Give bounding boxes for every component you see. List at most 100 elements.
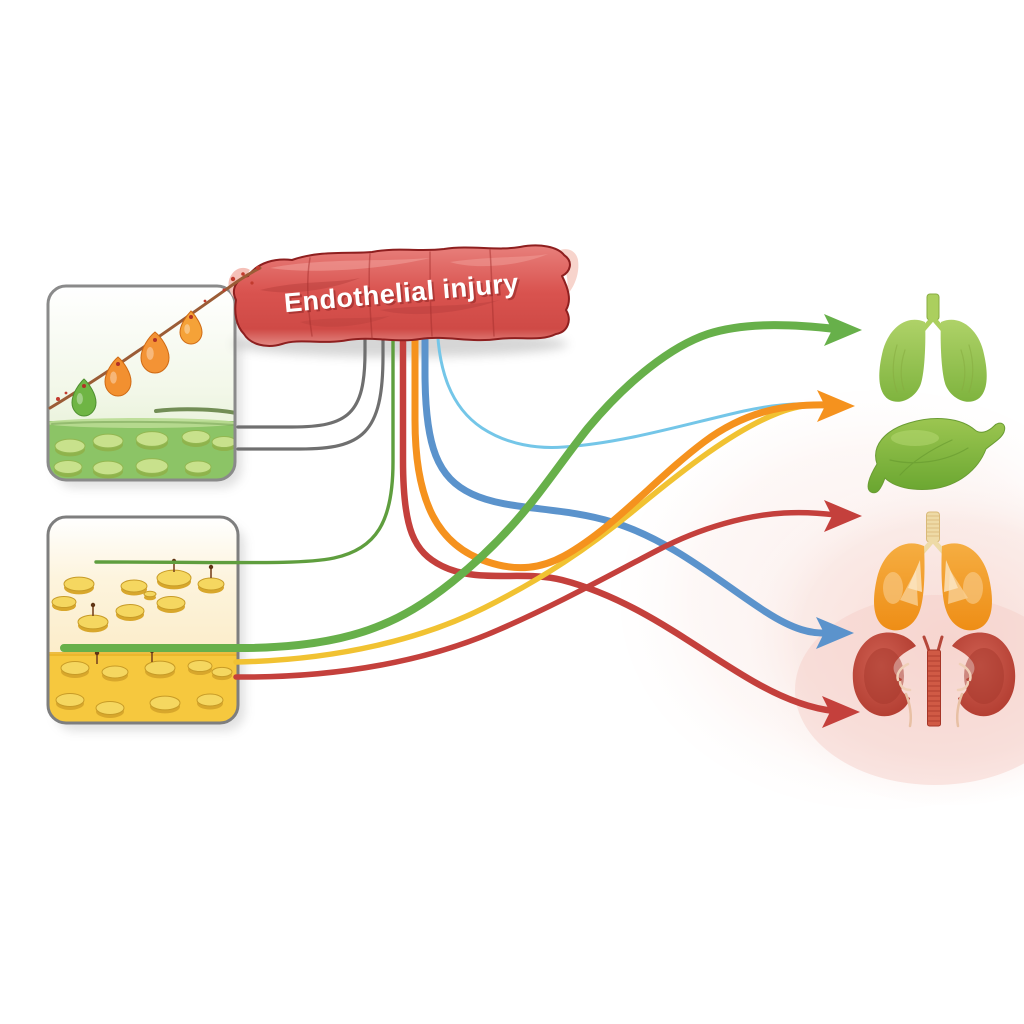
edge-banner-liver-orange bbox=[411, 314, 833, 572]
droplet-highlight bbox=[76, 393, 83, 405]
disc-top bbox=[143, 590, 157, 598]
disc-top bbox=[156, 596, 186, 610]
branch-splatter bbox=[56, 266, 260, 401]
disc-top bbox=[149, 695, 181, 711]
trachea-ridges bbox=[927, 515, 939, 537]
branch-node bbox=[189, 315, 193, 319]
lung-patch bbox=[908, 560, 922, 592]
branch-droplets bbox=[71, 310, 203, 417]
platelet-discs-lower bbox=[55, 659, 233, 718]
droplet bbox=[140, 331, 170, 374]
disc-top bbox=[55, 693, 85, 707]
disc-top bbox=[92, 460, 124, 476]
kidney-inner-left bbox=[864, 648, 904, 704]
droplet-highlight bbox=[146, 346, 154, 360]
vesicle-discs bbox=[53, 430, 235, 479]
kidney-hilum-right bbox=[956, 662, 972, 692]
droplet bbox=[104, 356, 132, 397]
disc-top bbox=[144, 660, 176, 676]
banner-shading bbox=[380, 300, 500, 315]
vesicle-box bbox=[46, 284, 242, 488]
banner-crease bbox=[429, 251, 433, 337]
banner-highlight bbox=[450, 254, 548, 267]
banner-crease bbox=[368, 253, 373, 339]
lung-patch bbox=[963, 572, 983, 604]
disc-top bbox=[120, 579, 148, 593]
disc-top bbox=[95, 701, 125, 715]
pin-head bbox=[208, 564, 214, 570]
disc-top bbox=[211, 435, 235, 449]
arrowheads bbox=[816, 314, 862, 728]
aorta-horn-right bbox=[936, 635, 944, 653]
edge-banner-liver-lightblue bbox=[435, 313, 814, 449]
branch-line bbox=[48, 266, 262, 410]
dark-streak bbox=[154, 407, 235, 415]
fluid-surface bbox=[48, 418, 235, 428]
liver-icon-green bbox=[867, 418, 1006, 494]
banner-shading bbox=[300, 316, 390, 327]
lung-patch bbox=[883, 572, 903, 604]
vesicle-box-border bbox=[46, 284, 237, 482]
disc-top bbox=[184, 460, 212, 474]
disc-top bbox=[115, 604, 145, 618]
droplet-highlight bbox=[184, 324, 191, 334]
droplet bbox=[71, 378, 97, 417]
splatter-dot bbox=[230, 276, 236, 282]
edge-plateletbox-lungsgreen-green bbox=[60, 321, 840, 652]
platelet-box bbox=[46, 515, 245, 731]
disc-top bbox=[101, 665, 129, 679]
disc-top bbox=[135, 431, 169, 447]
disc-top bbox=[135, 458, 169, 474]
kidney-inner-right bbox=[964, 648, 1004, 704]
edge-banner-vesicle-2 bbox=[236, 308, 385, 451]
platelet-box-border bbox=[46, 515, 240, 725]
endothelial-injury-banner: Endothelial injury Endothelial injury bbox=[228, 244, 579, 347]
banner-crease bbox=[307, 257, 313, 337]
ureter-left bbox=[904, 692, 913, 728]
banner-shading bbox=[260, 278, 360, 293]
lungs-icon-orange bbox=[874, 511, 992, 631]
droplet-highlight bbox=[110, 371, 117, 384]
disc-top bbox=[211, 666, 233, 678]
platelet-discs-upper bbox=[51, 569, 225, 633]
lung-veins bbox=[892, 344, 974, 393]
arrowhead-green-lungs bbox=[824, 314, 862, 346]
disc-top bbox=[53, 460, 83, 474]
surface-line bbox=[51, 420, 235, 426]
liver-highlight bbox=[891, 430, 939, 446]
ureter-right bbox=[955, 692, 964, 728]
banner-highlight bbox=[270, 258, 430, 271]
pin-head bbox=[90, 602, 96, 608]
disc-top bbox=[197, 577, 225, 591]
splatter-dot bbox=[250, 281, 254, 285]
aorta-horn-left bbox=[922, 635, 931, 653]
splatter-dot bbox=[256, 266, 260, 270]
arrowhead-orange-lungs bbox=[824, 500, 862, 532]
banner-crease bbox=[489, 249, 495, 337]
edge-banner-plateletbox-green bbox=[94, 308, 395, 565]
disc-top bbox=[54, 438, 86, 454]
liver-veins bbox=[889, 439, 969, 476]
vesicle-branch bbox=[48, 266, 262, 417]
connection-edges bbox=[60, 306, 840, 715]
lung-patch bbox=[944, 560, 958, 592]
disc-top bbox=[156, 569, 192, 587]
disc-top bbox=[196, 693, 224, 707]
disc-top bbox=[187, 659, 213, 673]
kidney-hilum-left bbox=[896, 662, 912, 692]
fluid-surface bbox=[48, 652, 238, 656]
lungs-icon-green bbox=[879, 293, 987, 402]
aorta-ridges bbox=[928, 655, 940, 722]
disc-top bbox=[51, 595, 77, 609]
disc-top bbox=[60, 661, 90, 675]
branch-node bbox=[153, 338, 157, 342]
splatter-dot bbox=[222, 288, 226, 292]
splatter-dot bbox=[203, 299, 207, 303]
disc-top bbox=[92, 433, 124, 449]
branch-node bbox=[116, 362, 120, 366]
edge-banner-kidneys-red bbox=[399, 306, 838, 715]
splatter-dot bbox=[56, 397, 60, 401]
branch-node bbox=[82, 384, 86, 388]
edge-plateletbox-lungsorange-red bbox=[233, 509, 839, 680]
disc-top bbox=[63, 576, 95, 592]
